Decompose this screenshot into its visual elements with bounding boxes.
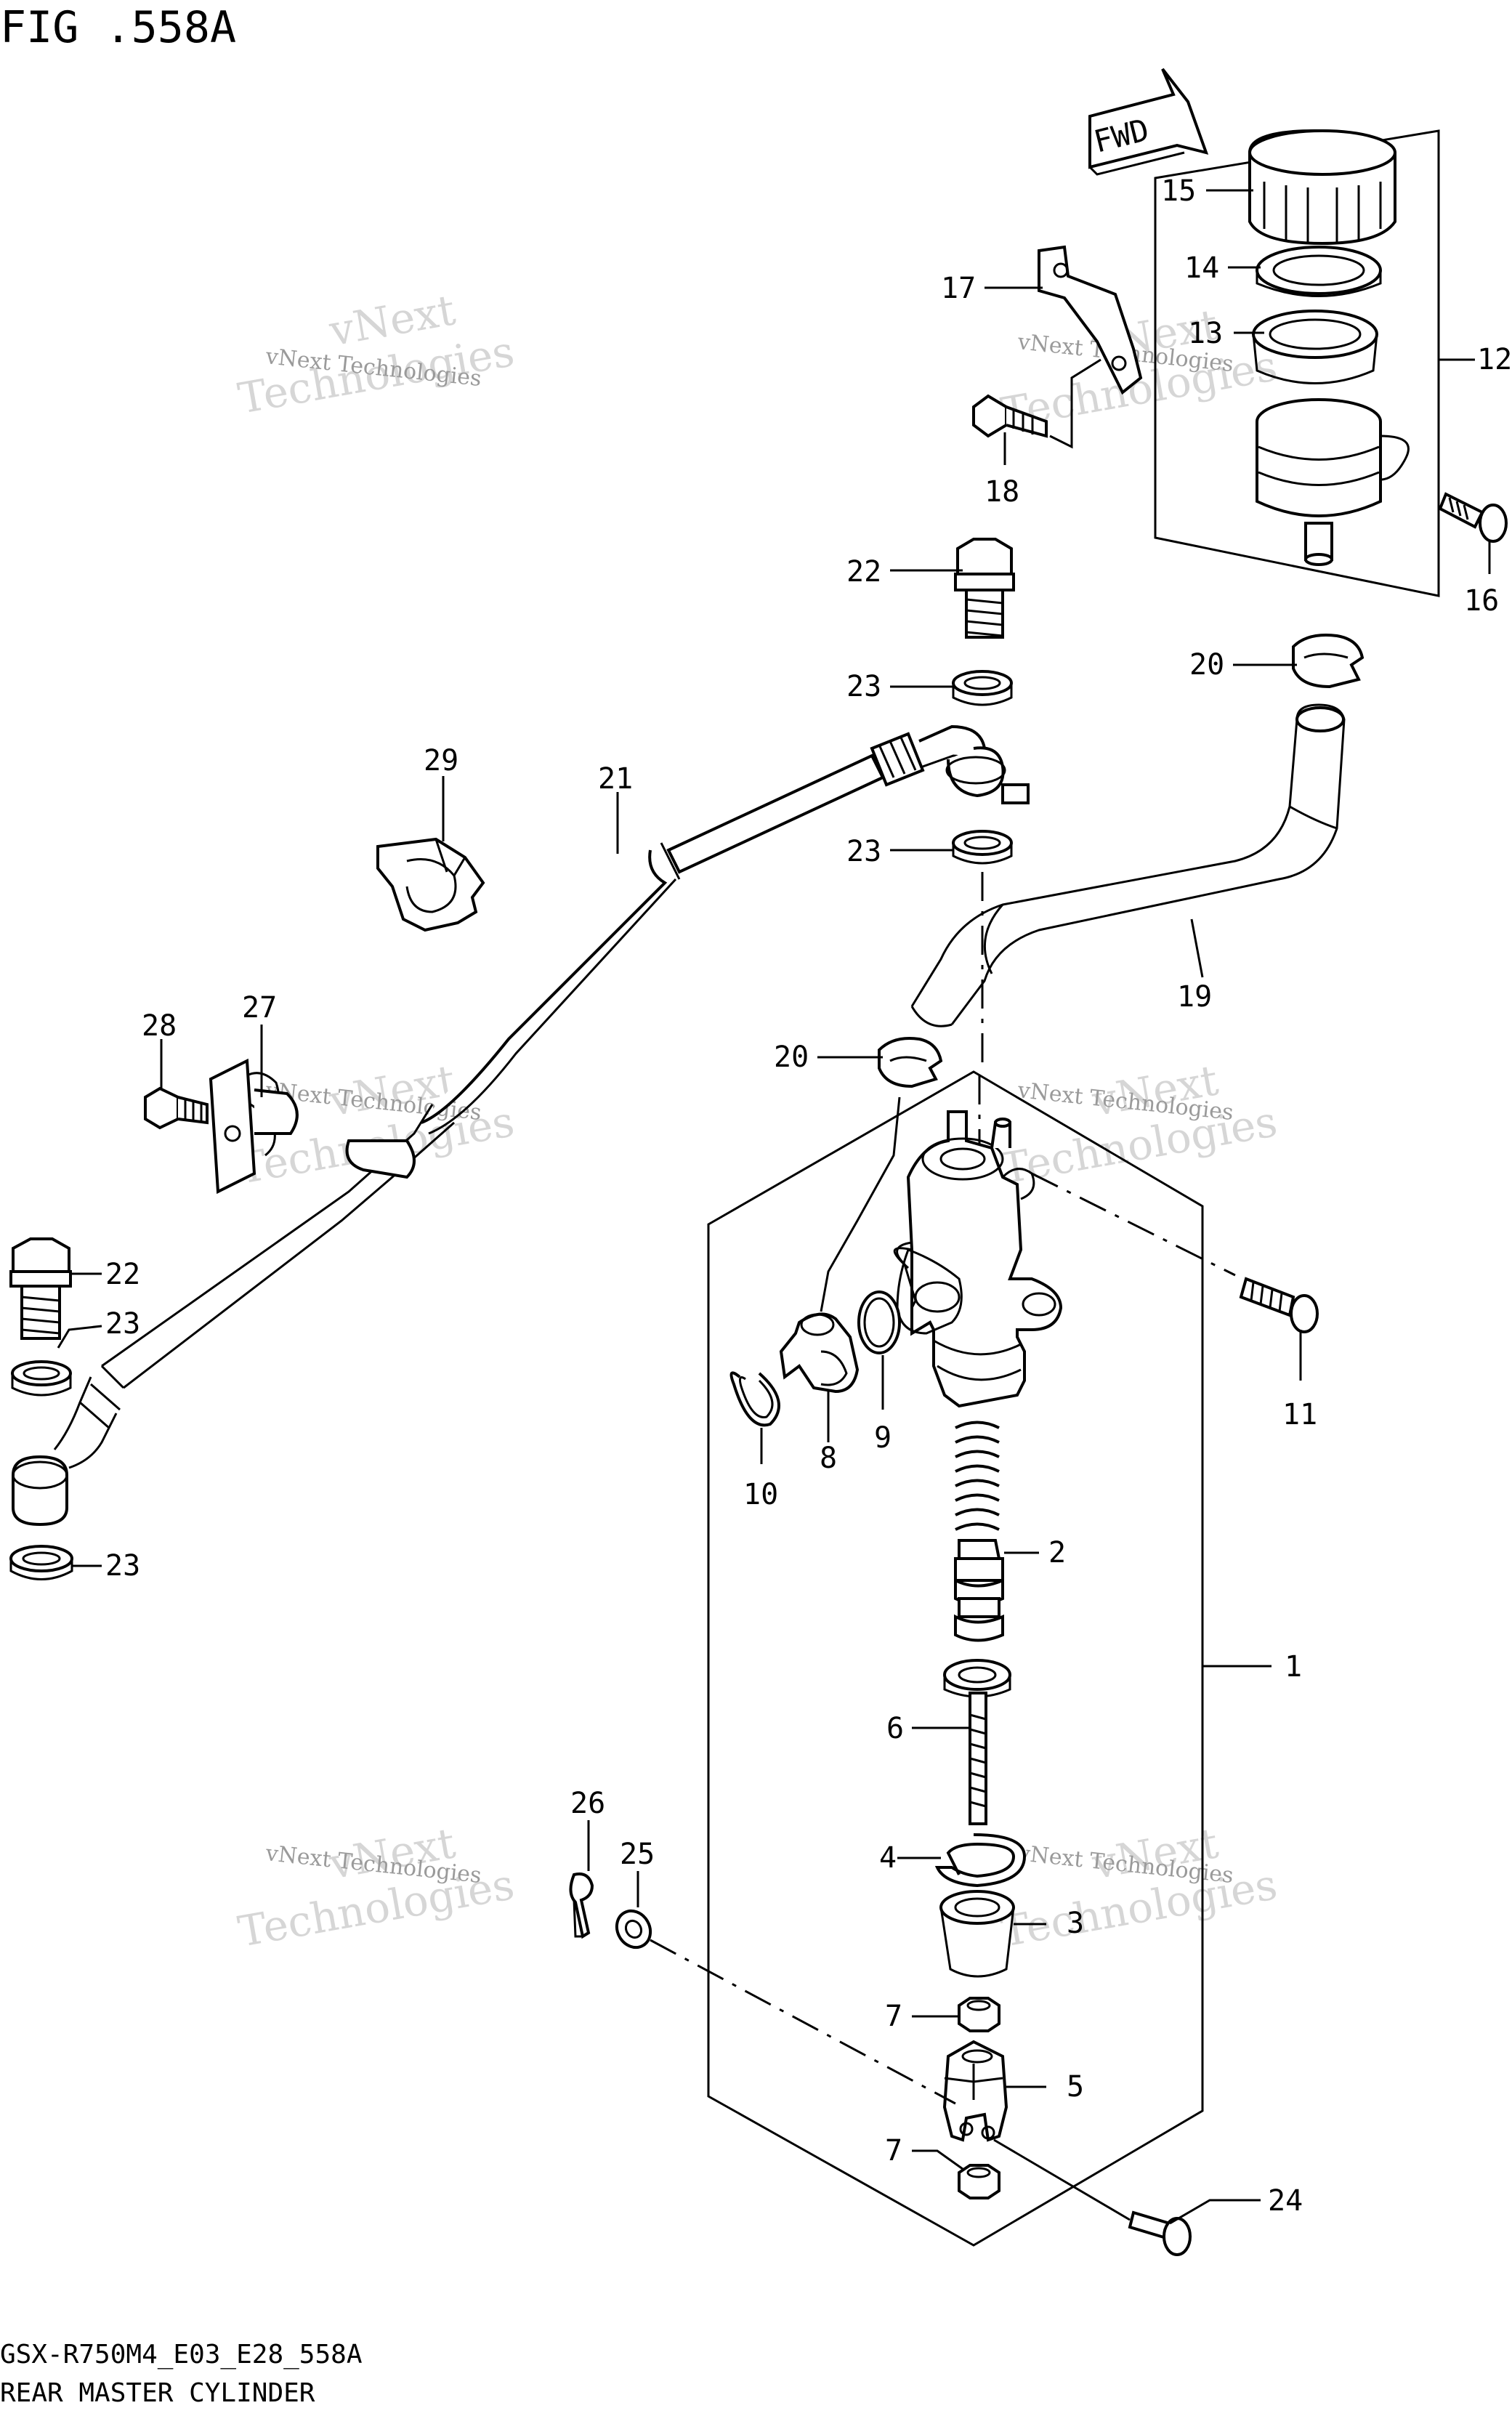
hose-guide [209,1058,299,1195]
brake-hose [53,724,1030,1469]
callout-7b: 7 [885,2134,902,2167]
callout-8: 8 [820,1442,837,1475]
callout-4: 4 [879,1841,897,1875]
master-cylinder-group-box [707,1070,1204,2247]
reservoir-cap [1248,129,1396,246]
callout-6: 6 [886,1712,904,1745]
callout-15: 15 [1161,174,1196,208]
callout-14: 14 [1184,251,1219,285]
washer-upper-2 [952,830,1013,865]
clevis-pin [1128,2210,1192,2256]
callout-7a: 7 [885,2000,902,2033]
callout-12: 12 [1477,343,1512,376]
watermark-4: Technologies vNext [998,1055,1281,1193]
guide-bolt [144,1086,209,1130]
callout-23c: 23 [105,1307,140,1341]
callout-27: 27 [242,991,277,1025]
callout-25: 25 [620,1838,655,1871]
footer-caption: REAR MASTER CYLINDER [0,2378,315,2408]
callout-23b: 23 [846,835,881,868]
banjo-bolt-upper [954,538,1015,639]
screw-align-line [1031,1172,1236,1277]
callout-9: 9 [874,1421,892,1455]
reservoir-bracket [1038,245,1143,395]
washer-align-line [650,1939,956,2105]
reservoir-tank [1256,398,1410,566]
clevis [942,2040,1008,2142]
callout-29: 29 [424,744,458,777]
callout-5: 5 [1067,2070,1084,2104]
lock-nut-lower [958,2164,1000,2199]
callout-1: 1 [1285,1650,1302,1684]
callout-22a: 22 [846,555,881,589]
snap-ring-small [729,1371,780,1427]
callout-10: 10 [743,1478,778,1511]
callout-18: 18 [985,475,1019,509]
callout-3: 3 [1067,1907,1084,1940]
hose-clip-upper [1292,634,1365,689]
callout-11: 11 [1282,1398,1317,1431]
connector-guide-line [820,1096,901,1312]
o-ring [857,1290,901,1354]
bracket-bolt [972,394,1048,438]
fwd-arrow-icon: FWD [1088,68,1209,176]
hose-clip-lower [878,1037,943,1088]
callout-16: 16 [1464,584,1499,618]
callout-26: 26 [570,1787,605,1820]
washer-upper-1 [952,670,1013,706]
hose-banjo-lower [12,1455,68,1527]
callout-13: 13 [1188,317,1223,350]
watermarks: Technologies vNext vNext Technologies Te… [235,285,1281,1956]
callout-28: 28 [142,1009,177,1043]
watermark-6: Technologies vNext [998,1818,1281,1956]
callout-17: 17 [941,272,976,305]
cylinder-screw [1239,1277,1319,1333]
lock-nut-upper [958,1997,1000,2032]
push-rod [943,1659,1011,1825]
callout-23d: 23 [105,1549,140,1583]
circlip [934,1833,1027,1888]
diaphragm-plate [1256,246,1382,297]
callout-20a: 20 [1189,648,1224,682]
callout-19: 19 [1177,980,1212,1014]
hose-clamp [376,837,485,932]
master-cylinder-body [893,1110,1063,1408]
callout-22b: 22 [105,1258,140,1291]
dust-boot [939,1890,1015,1978]
banjo-bolt-lower [9,1237,72,1340]
callout-24: 24 [1268,2184,1303,2218]
pin-guide-line [993,2138,1131,2221]
reservoir-screw [1438,492,1508,543]
callout-20b: 20 [774,1041,809,1074]
callout-23a: 23 [846,670,881,703]
hose-connector [779,1312,860,1394]
diaphragm [1252,310,1378,384]
callout-21: 21 [598,762,633,796]
footer-model-code: GSX-R750M4_E03_E28_558A [0,2340,363,2369]
piston-spring [954,1421,1004,1642]
figure-title: FIG .558A [0,2,236,53]
callout-2: 2 [1048,1536,1066,1569]
reservoir-hose [910,703,1346,1027]
cotter-pin [569,1872,594,1939]
washer-lower-1 [11,1360,72,1397]
washer-lower-2 [9,1545,73,1580]
pin-washer [615,1909,652,1950]
